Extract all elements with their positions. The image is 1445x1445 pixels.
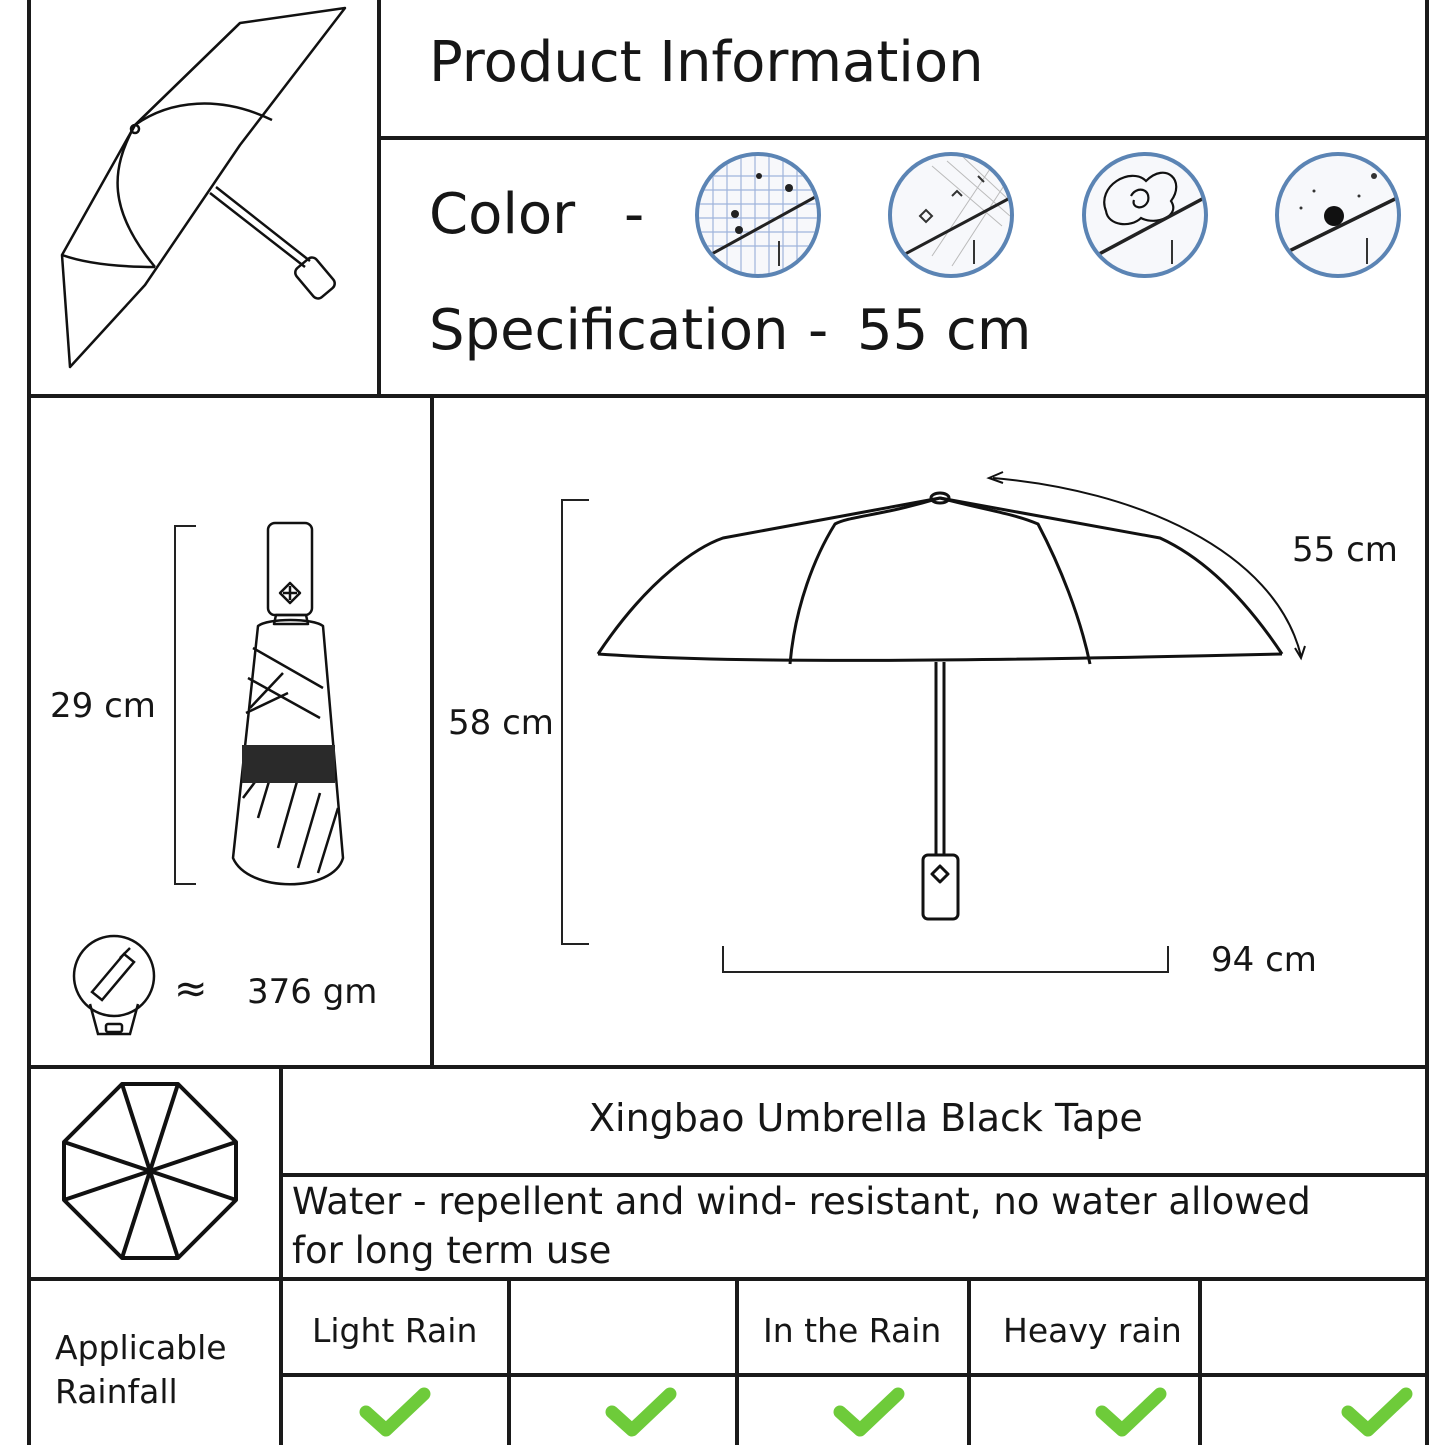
spec-value: 55 cm xyxy=(857,298,1032,363)
open-height-label: 58 cm xyxy=(448,703,554,743)
open-umbrella-illustration xyxy=(596,491,1284,921)
rainfall-top xyxy=(27,1277,1429,1281)
section2-bottom xyxy=(27,1065,1429,1069)
outer-left-border xyxy=(27,0,31,1445)
open-height-bracket xyxy=(561,499,589,945)
folded-length-bracket xyxy=(174,525,196,885)
check-icon xyxy=(359,1387,431,1437)
rainfall-label-line1: Applicable xyxy=(55,1328,227,1367)
rain-col-2 xyxy=(735,1277,739,1445)
rainfall-mid xyxy=(279,1373,1429,1377)
product-name: Xingbao Umbrella Black Tape xyxy=(589,1096,1143,1140)
folded-length-label: 29 cm xyxy=(50,686,156,726)
rain-col-3 xyxy=(967,1277,971,1445)
rainfall-col-in-the-rain: In the Rain xyxy=(763,1311,942,1350)
color-swatch-4[interactable] xyxy=(1275,152,1401,278)
spec-separator: - xyxy=(808,298,829,363)
rainfall-col-light-rain: Light Rain xyxy=(312,1311,478,1350)
approx-symbol: ≈ xyxy=(174,966,208,1012)
product-description-line2: for long term use xyxy=(292,1229,612,1272)
color-swatch-3[interactable] xyxy=(1082,152,1208,278)
check-icon xyxy=(605,1387,677,1437)
rain-col-4 xyxy=(1198,1277,1202,1445)
spec-label: Specification xyxy=(429,298,789,363)
product-description-line1: Water - repellent and wind- resistant, n… xyxy=(292,1180,1311,1223)
top-section-divider xyxy=(377,0,381,396)
open-radius-label: 55 cm xyxy=(1292,530,1398,570)
page-title: Product Information xyxy=(429,30,984,95)
folded-umbrella-illustration xyxy=(231,521,345,886)
weight-label: 376 gm xyxy=(247,972,378,1012)
title-row-divider xyxy=(377,136,1429,140)
color-swatch-1[interactable] xyxy=(695,152,821,278)
check-icon xyxy=(1095,1387,1167,1437)
rain-col-1 xyxy=(507,1277,511,1445)
color-label: Color xyxy=(429,182,576,247)
section3-vertical xyxy=(279,1065,283,1445)
canopy-top-view-icon xyxy=(62,1082,238,1260)
open-width-bracket xyxy=(722,946,1169,973)
radius-arc-arrow xyxy=(986,471,1306,661)
outer-right-border xyxy=(1425,0,1429,1445)
weight-scale-icon xyxy=(72,934,156,1036)
color-swatch-2[interactable] xyxy=(888,152,1014,278)
open-width-label: 94 cm xyxy=(1211,940,1317,980)
check-icon xyxy=(1341,1387,1413,1437)
color-separator: - xyxy=(624,182,645,247)
rainfall-col-heavy-rain: Heavy rain xyxy=(1003,1311,1182,1350)
umbrella-side-illustration xyxy=(60,6,347,369)
check-icon xyxy=(833,1387,905,1437)
section1-bottom xyxy=(27,394,1429,398)
section2-vertical xyxy=(430,394,434,1068)
name-row-divider xyxy=(279,1173,1429,1177)
rainfall-label-line2: Rainfall xyxy=(55,1372,178,1411)
